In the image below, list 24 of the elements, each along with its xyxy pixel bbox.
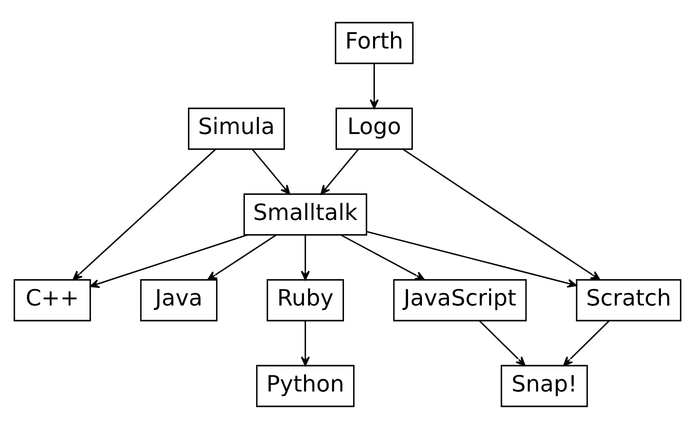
arrow [340,234,425,280]
arrow [90,234,248,288]
arrow [402,148,600,280]
arrow [72,148,216,280]
node-box: Python [256,364,355,407]
node-box: Forth [334,21,414,64]
node-box: Logo [336,107,413,150]
node-box: JavaScript [393,278,527,321]
arrow [252,148,290,194]
arrow [300,234,310,280]
node-box: Java [140,278,218,321]
arrow [370,63,379,108]
arrow [320,148,359,194]
arrow [479,320,526,366]
arrow [366,230,577,288]
node-box: C++ [14,278,91,321]
node-box: Snap! [500,364,588,407]
arrow [207,234,276,280]
node-box: Simula [188,107,285,150]
node-box: Scratch [576,278,682,321]
node-box: Smalltalk [243,192,368,236]
node-box: Ruby [266,278,344,321]
arrow [300,320,310,366]
arrow [563,320,610,366]
